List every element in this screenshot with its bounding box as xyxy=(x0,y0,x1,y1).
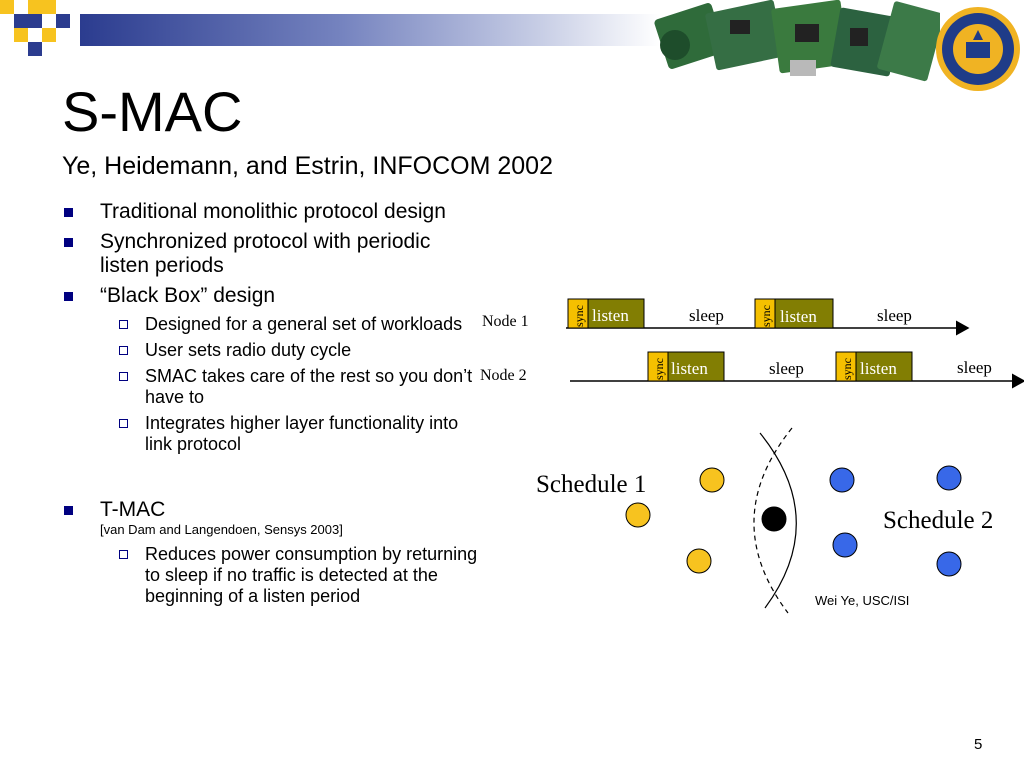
bullet-square-icon xyxy=(64,506,73,515)
node2-label: Node 2 xyxy=(480,367,527,384)
listen-label: listen xyxy=(592,306,629,325)
schedule2-node xyxy=(832,532,858,558)
schedule2-node xyxy=(936,551,962,577)
hollow-square-icon xyxy=(119,550,128,559)
bullet-square-icon xyxy=(64,292,73,301)
sleep-label: sleep xyxy=(769,359,804,378)
schedule2-node xyxy=(936,465,962,491)
schedule1-node xyxy=(686,548,712,574)
listen-label: listen xyxy=(671,359,708,378)
sleep-label: sleep xyxy=(689,306,724,325)
circuit-boards-photo xyxy=(654,0,940,82)
sync-label: sync xyxy=(840,358,854,380)
listen-box xyxy=(855,351,913,382)
hollow-square-icon xyxy=(119,419,128,428)
bullet-item: Synchronized protocol with periodic list… xyxy=(62,230,482,278)
bullet-item: T-MAC[van Dam and Langendoen, Sensys 200… xyxy=(62,498,482,538)
page-number: 5 xyxy=(974,736,983,753)
sync-label: sync xyxy=(572,305,586,327)
sub-bullet-item: Integrates higher layer functionality in… xyxy=(62,413,482,455)
sub-bullet-item: Reduces power consumption by returning t… xyxy=(62,544,482,607)
schedule2-node xyxy=(829,467,855,493)
listen-box xyxy=(774,298,834,329)
border-node xyxy=(761,506,787,532)
listen-label: listen xyxy=(860,359,897,378)
dashed-boundary-arc xyxy=(753,427,793,614)
hollow-square-icon xyxy=(119,346,128,355)
bullet-square-icon xyxy=(64,208,73,217)
sub-bullet-item: SMAC takes care of the rest so you don’t… xyxy=(62,366,482,408)
slide-title: S-MAC xyxy=(62,80,243,143)
schedule2-label: Schedule 2 xyxy=(883,507,993,534)
sync-label: sync xyxy=(759,305,773,327)
schedule1-node xyxy=(625,502,651,528)
node1-label: Node 1 xyxy=(482,313,529,330)
reference-citation: [van Dam and Langendoen, Sensys 2003] xyxy=(100,522,343,537)
schedule1-node xyxy=(699,467,725,493)
bullet-item: “Black Box” design xyxy=(62,284,482,308)
listen-box xyxy=(587,298,645,329)
listen-label: listen xyxy=(780,307,817,326)
slide-subtitle: Ye, Heidemann, and Estrin, INFOCOM 2002 xyxy=(62,152,553,180)
sync-label: sync xyxy=(652,358,666,380)
bullet-square-icon xyxy=(64,238,73,247)
schedule1-label: Schedule 1 xyxy=(536,471,646,498)
sub-bullet-item: User sets radio duty cycle xyxy=(62,340,482,361)
bullet-list: Traditional monolithic protocol design S… xyxy=(62,200,482,612)
checker-logo-icon xyxy=(0,0,70,56)
image-credit: Wei Ye, USC/ISI xyxy=(815,593,910,608)
sleep-label: sleep xyxy=(877,306,912,325)
hollow-square-icon xyxy=(119,320,128,329)
sub-bullet-item: Designed for a general set of workloads xyxy=(62,314,482,335)
bullet-item: Traditional monolithic protocol design xyxy=(62,200,482,224)
listen-box xyxy=(667,351,725,382)
header-banner xyxy=(80,14,660,46)
uc-seal-icon xyxy=(936,7,1020,91)
solid-boundary-arc xyxy=(759,432,797,609)
hollow-square-icon xyxy=(119,372,128,381)
sleep-label: sleep xyxy=(957,358,992,377)
